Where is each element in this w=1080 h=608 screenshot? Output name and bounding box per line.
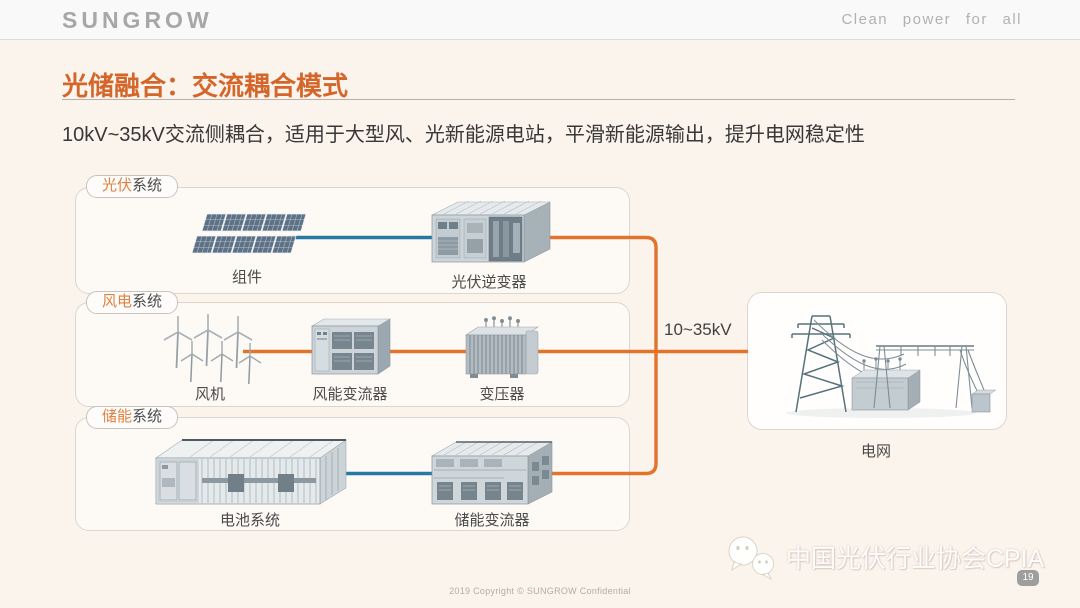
wind-tag-accent: 风电 [102,293,133,310]
pv-tag-accent: 光伏 [102,177,133,194]
label-wind-converter: 风能变流器 [312,386,388,403]
wind-turbine-icon [163,314,262,385]
battery-container-icon [155,439,347,505]
ac-bus-line [505,235,658,476]
label-power-grid: 电网 [860,443,891,460]
wind-tag-suffix: 系统 [132,293,163,310]
transformer-icon [465,316,539,378]
page-title: 光储融合：交流耦合模式 [62,71,349,101]
storage-system-tag: 储能系统 [86,406,179,429]
page-number-badge: 19 [1017,570,1039,586]
label-storage-converter: 储能变流器 [454,512,530,529]
storage-tag-suffix: 系统 [132,408,163,425]
storage-converter-icon [430,440,554,505]
bus-voltage-label: 10~35kV [664,320,732,339]
sungrow-logo: SUNGROW [62,7,213,33]
wind-converter-icon [310,318,392,375]
label-pv-inverter: 光伏逆变器 [451,274,527,291]
pv-system-tag: 光伏系统 [86,175,179,198]
copyright-text: 2019 Copyright © SUNGROW Confidential [449,586,631,596]
cpia-watermark: 中国光伏行业协会CPIA [722,533,1044,581]
watermark-text: 中国光伏行业协会CPIA [786,545,1045,573]
label-transformer: 变压器 [479,386,525,403]
title-underline [62,99,1015,100]
wechat-icon [728,536,774,581]
pv-tag-suffix: 系统 [132,177,163,194]
header-tagline: Clean power for all [841,11,1022,28]
pv-inverter-icon [431,200,551,263]
power-grid-icon [786,315,996,418]
label-wind-turbine: 风机 [194,386,225,403]
subtitle-text: 10kV~35kV交流侧耦合，适用于大型风、光新能源电站，平滑新能源输出，提升电… [62,124,865,146]
label-pv-modules: 组件 [231,269,262,286]
solar-array-icon [191,213,306,254]
storage-tag-accent: 储能 [102,408,133,425]
wind-system-tag: 风电系统 [86,291,179,314]
label-battery-system: 电池系统 [219,512,280,529]
header-bar: SUNGROW Clean power for all [0,0,1080,40]
